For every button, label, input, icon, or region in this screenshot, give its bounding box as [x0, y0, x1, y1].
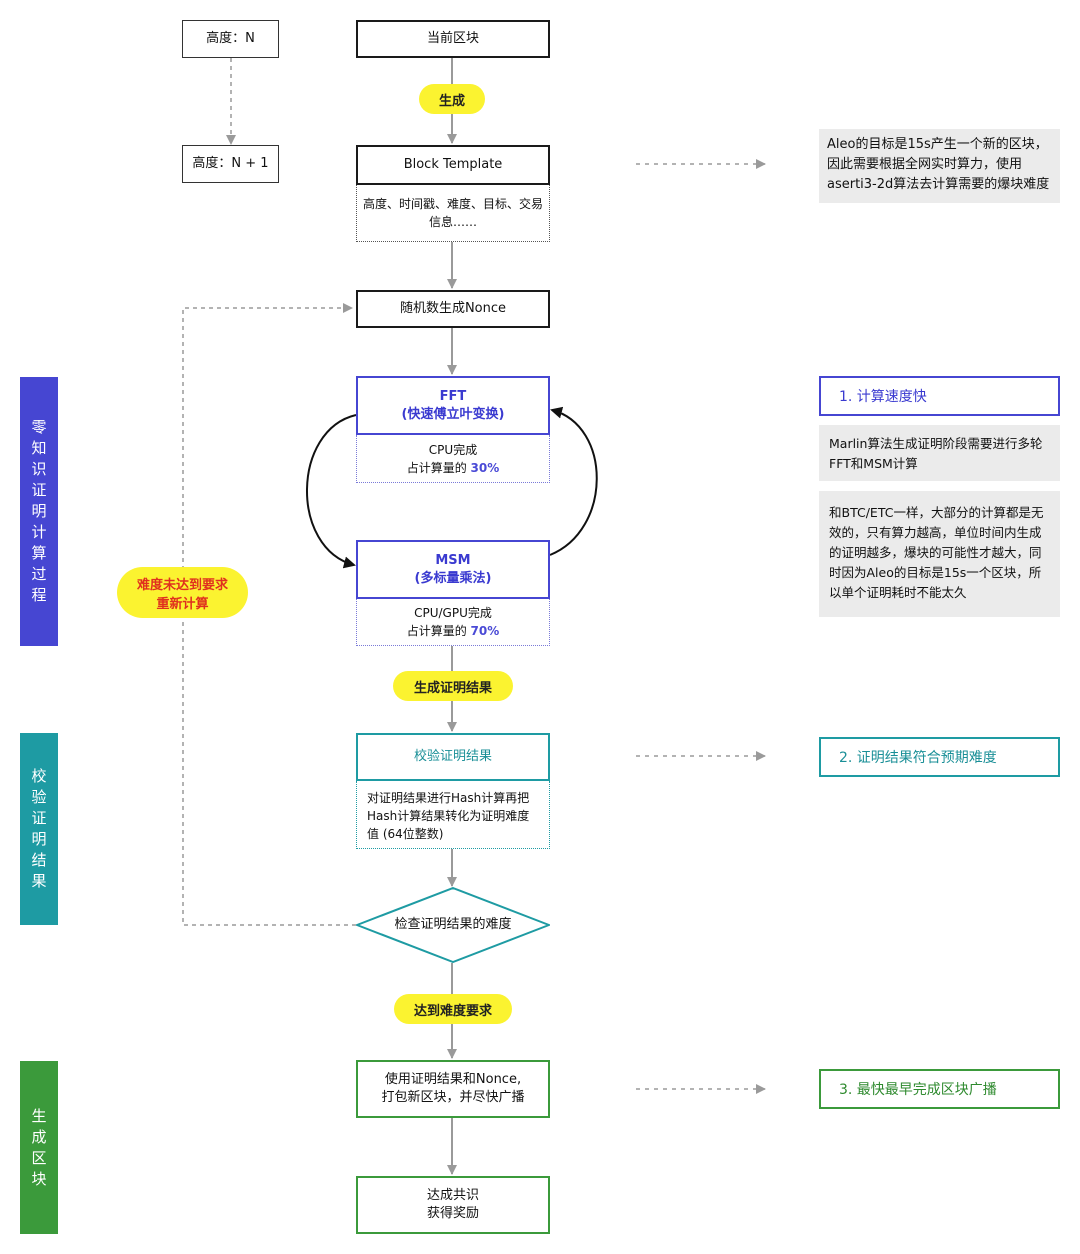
block-template-label: Block Template: [403, 157, 503, 172]
side-label-generate-text: 生成区块: [31, 1106, 47, 1188]
fft-box: FFT (快速傅立叶变换): [356, 376, 550, 435]
fft-detail-box: CPU完成 占计算量的 30%: [356, 435, 550, 483]
pill-meet-difficulty-label: 达到难度要求: [413, 1003, 492, 1019]
msm-detail-box: CPU/GPU完成 占计算量的 70%: [356, 599, 550, 646]
connector-msm-to-fft: [549, 406, 598, 556]
current-block-box: 当前区块: [356, 20, 550, 58]
note-aleo-target: Aleo的目标是15s产生一个新的区块，因此需要根据全网实时算力，使用asert…: [819, 129, 1060, 203]
note-aleo-target-text: Aleo的目标是15s产生一个新的区块，因此需要根据全网实时算力，使用asert…: [827, 137, 1050, 192]
check-diamond-label: 检查证明结果的难度: [394, 917, 512, 932]
fft-subtitle: (快速傅立叶变换): [401, 406, 505, 422]
nonce-box: 随机数生成Nonce: [356, 290, 550, 328]
side-label-zk-text: 零知识证明计算过程: [31, 418, 47, 604]
pack-block-line2: 打包新区块，并尽快广播: [381, 1090, 525, 1105]
consensus-line2: 获得奖励: [426, 1206, 479, 1221]
msm-detail-line2: 占计算量的 70%: [407, 622, 500, 640]
callout-speed-text: 1. 计算速度快: [839, 389, 927, 405]
verify-label: 校验证明结果: [413, 749, 492, 764]
pill-meet-difficulty: 达到难度要求: [394, 994, 512, 1024]
consensus-line1: 达成共识: [426, 1188, 479, 1203]
msm-title: MSM: [435, 552, 471, 568]
consensus-box: 达成共识 获得奖励: [356, 1176, 550, 1234]
msm-box: MSM (多标量乘法): [356, 540, 550, 599]
fft-detail-line1: CPU完成: [428, 442, 478, 457]
msm-detail-line1: CPU/GPU完成: [414, 606, 492, 620]
pill-retry: 难度未达到要求 重新计算: [117, 567, 248, 618]
callout-broadcast-text: 3. 最快最早完成区块广播: [839, 1082, 997, 1098]
msm-share-percent: 70%: [470, 624, 500, 638]
verify-detail-box: 对证明结果进行Hash计算再把Hash计算结果转化为证明难度值 (64位整数): [356, 781, 550, 849]
fft-share-percent: 30%: [470, 460, 500, 475]
callout-difficulty-text: 2. 证明结果符合预期难度: [839, 750, 997, 766]
callout-broadcast: 3. 最快最早完成区块广播: [819, 1069, 1060, 1109]
template-fields-text: 高度、时间戳、难度、目标、交易信息……: [363, 197, 544, 229]
current-block-label: 当前区块: [426, 31, 479, 46]
block-template-box: Block Template: [356, 145, 550, 185]
pill-generate-proof: 生成证明结果: [393, 671, 513, 701]
note-btc-compare-text: 和BTC/ETC一样，大部分的计算都是无效的，只有算力越高，单位时间内生成的证明…: [829, 505, 1044, 600]
pack-block-line1: 使用证明结果和Nonce,: [384, 1072, 522, 1087]
pill-generate-proof-label: 生成证明结果: [413, 680, 492, 696]
height-n1-box: 高度：N + 1: [182, 145, 279, 183]
pill-generate: 生成: [419, 84, 485, 114]
fft-title: FFT: [439, 388, 467, 404]
verify-detail-text: 对证明结果进行Hash计算再把Hash计算结果转化为证明难度值 (64位整数): [367, 791, 530, 841]
side-label-generate: 生成区块: [20, 1061, 58, 1234]
note-btc-compare: 和BTC/ETC一样，大部分的计算都是无效的，只有算力越高，单位时间内生成的证明…: [819, 491, 1060, 617]
callout-speed: 1. 计算速度快: [819, 376, 1060, 416]
height-n1-label: 高度：N + 1: [192, 156, 269, 171]
check-diamond-shape: [356, 887, 550, 963]
fft-detail-line2: 占计算量的 30%: [407, 459, 500, 477]
verify-box: 校验证明结果: [356, 733, 550, 781]
height-n-label: 高度：N: [206, 31, 255, 46]
retry-line1: 难度未达到要求: [136, 577, 228, 593]
pack-block-box: 使用证明结果和Nonce, 打包新区块，并尽快广播: [356, 1060, 550, 1118]
template-fields-box: 高度、时间戳、难度、目标、交易信息……: [356, 185, 550, 242]
callout-difficulty: 2. 证明结果符合预期难度: [819, 737, 1060, 777]
side-label-zk: 零知识证明计算过程: [20, 377, 58, 646]
note-marlin: Marlin算法生成证明阶段需要进行多轮FFT和MSM计算: [819, 425, 1060, 481]
pill-generate-label: 生成: [438, 93, 465, 109]
side-label-verify-text: 校验证明结果: [31, 767, 47, 890]
retry-line2: 重新计算: [156, 596, 209, 612]
note-marlin-text: Marlin算法生成证明阶段需要进行多轮FFT和MSM计算: [829, 436, 1043, 471]
msm-share-prefix: 占计算量的: [406, 624, 471, 638]
height-n-box: 高度：N: [182, 20, 279, 58]
fft-share-prefix: 占计算量的: [406, 460, 471, 475]
nonce-label: 随机数生成Nonce: [399, 301, 507, 316]
msm-subtitle: (多标量乘法): [414, 570, 492, 586]
side-label-verify: 校验证明结果: [20, 733, 58, 925]
connector-fft-to-msm: [306, 414, 357, 569]
check-diamond: 检查证明结果的难度: [376, 910, 530, 940]
